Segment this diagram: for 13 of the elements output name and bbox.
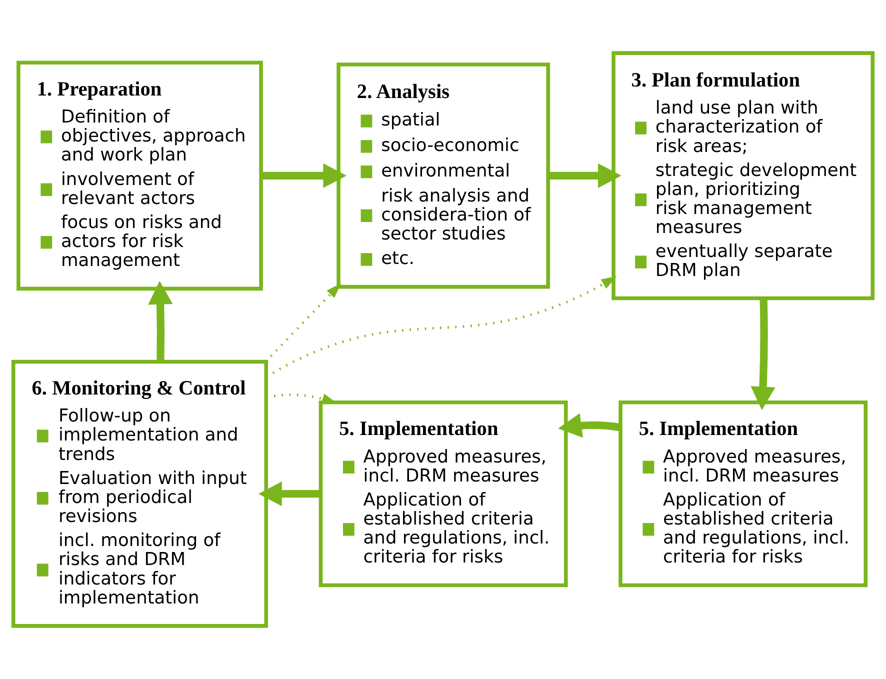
node-box: 5. Implementation Approved measures, incl. DRM measures Application of established criteria and regulations, incl. criteria for risks xyxy=(318,400,568,588)
arrow xyxy=(558,413,622,438)
arrow xyxy=(261,163,347,188)
node-box: 5. Implementation Approved measures, incl. DRM measures Application of established criteria and regulations, incl. criteria for risks xyxy=(618,400,868,588)
node-box: 6. Monitoring & Control Follow-up on implementation and trends Evaluation with input from periodical revisions incl. monitoring of risks and DRM indicators for implementation xyxy=(11,360,268,628)
node-box: 1. Preparation Definition of objectives, approach and work plan involvement of relevant actors focus on risks and actors for risk management xyxy=(16,60,263,291)
arrow xyxy=(148,280,173,362)
arrow xyxy=(266,276,617,378)
arrow xyxy=(548,163,622,188)
arrow xyxy=(258,482,320,506)
arrow xyxy=(750,298,776,410)
node-box: 2. Analysis spatial socio-economic environmental risk analysis and considera-tion of sector studies etc. xyxy=(336,62,550,289)
node-box: 3. Plan formulation land use plan with characterization of risk areas; strategic development plan, prioritizing risk management measures eventually separate DRM plan xyxy=(612,51,875,300)
